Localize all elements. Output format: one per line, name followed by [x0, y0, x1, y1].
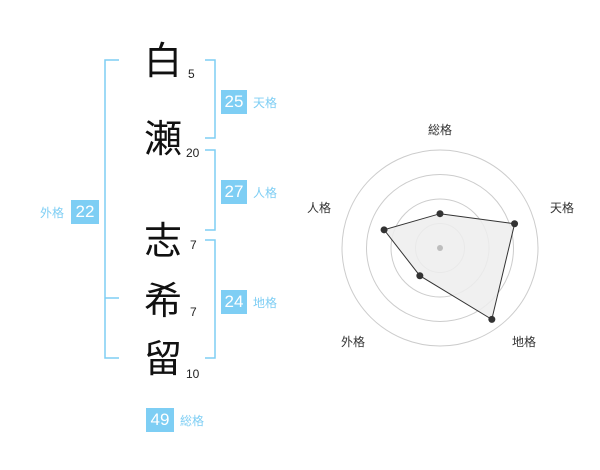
radar-area [383, 213, 516, 321]
radar-axis-label-2: 地格 [512, 334, 536, 349]
jinkaku-value: 27 [221, 180, 247, 204]
stroke-count-5: 10 [186, 367, 200, 381]
tenkaku-bracket [205, 59, 216, 139]
radar-axis-label-1: 天格 [550, 200, 574, 215]
radar-axis-label-3: 外格 [341, 334, 365, 349]
radar-point-4 [380, 226, 388, 234]
name-char-1: 白 [143, 39, 182, 83]
stroke-count-3: 7 [190, 238, 197, 252]
radar-axis-label-4: 人格 [307, 200, 331, 215]
jinkaku-bracket [205, 149, 216, 231]
tenkaku-value: 25 [221, 90, 247, 114]
soukaku-value: 49 [146, 408, 174, 432]
radar-ring-3 [366, 174, 514, 322]
name-char-5: 留 [143, 337, 182, 381]
stroke-count-4: 7 [190, 305, 197, 319]
tenkaku-label: 天格 [253, 96, 278, 110]
radar-axis-label-0: 総格 [428, 122, 452, 137]
chikaku-bracket [205, 239, 216, 359]
gaikaku-value: 22 [71, 200, 99, 224]
radar-ring-4 [341, 149, 539, 347]
radar-point-1 [511, 220, 519, 228]
radar-point-0 [436, 210, 444, 218]
radar-point-2 [488, 315, 496, 323]
gaikaku-bracket [104, 59, 119, 359]
soukaku-label: 総格 [180, 414, 205, 428]
name-char-4: 希 [143, 279, 182, 323]
chikaku-label: 地格 [253, 296, 278, 310]
jinkaku-label: 人格 [253, 186, 278, 200]
radar-points [380, 210, 519, 323]
radar-center-dot [437, 245, 443, 251]
radar-point-3 [416, 272, 424, 280]
name-char-3: 志 [143, 219, 182, 263]
gaikaku-label: 外格 [40, 206, 65, 220]
name-char-2: 瀬 [143, 117, 182, 161]
chikaku-value: 24 [221, 290, 247, 314]
stroke-count-1: 5 [188, 67, 195, 81]
stroke-count-2: 20 [186, 146, 200, 160]
